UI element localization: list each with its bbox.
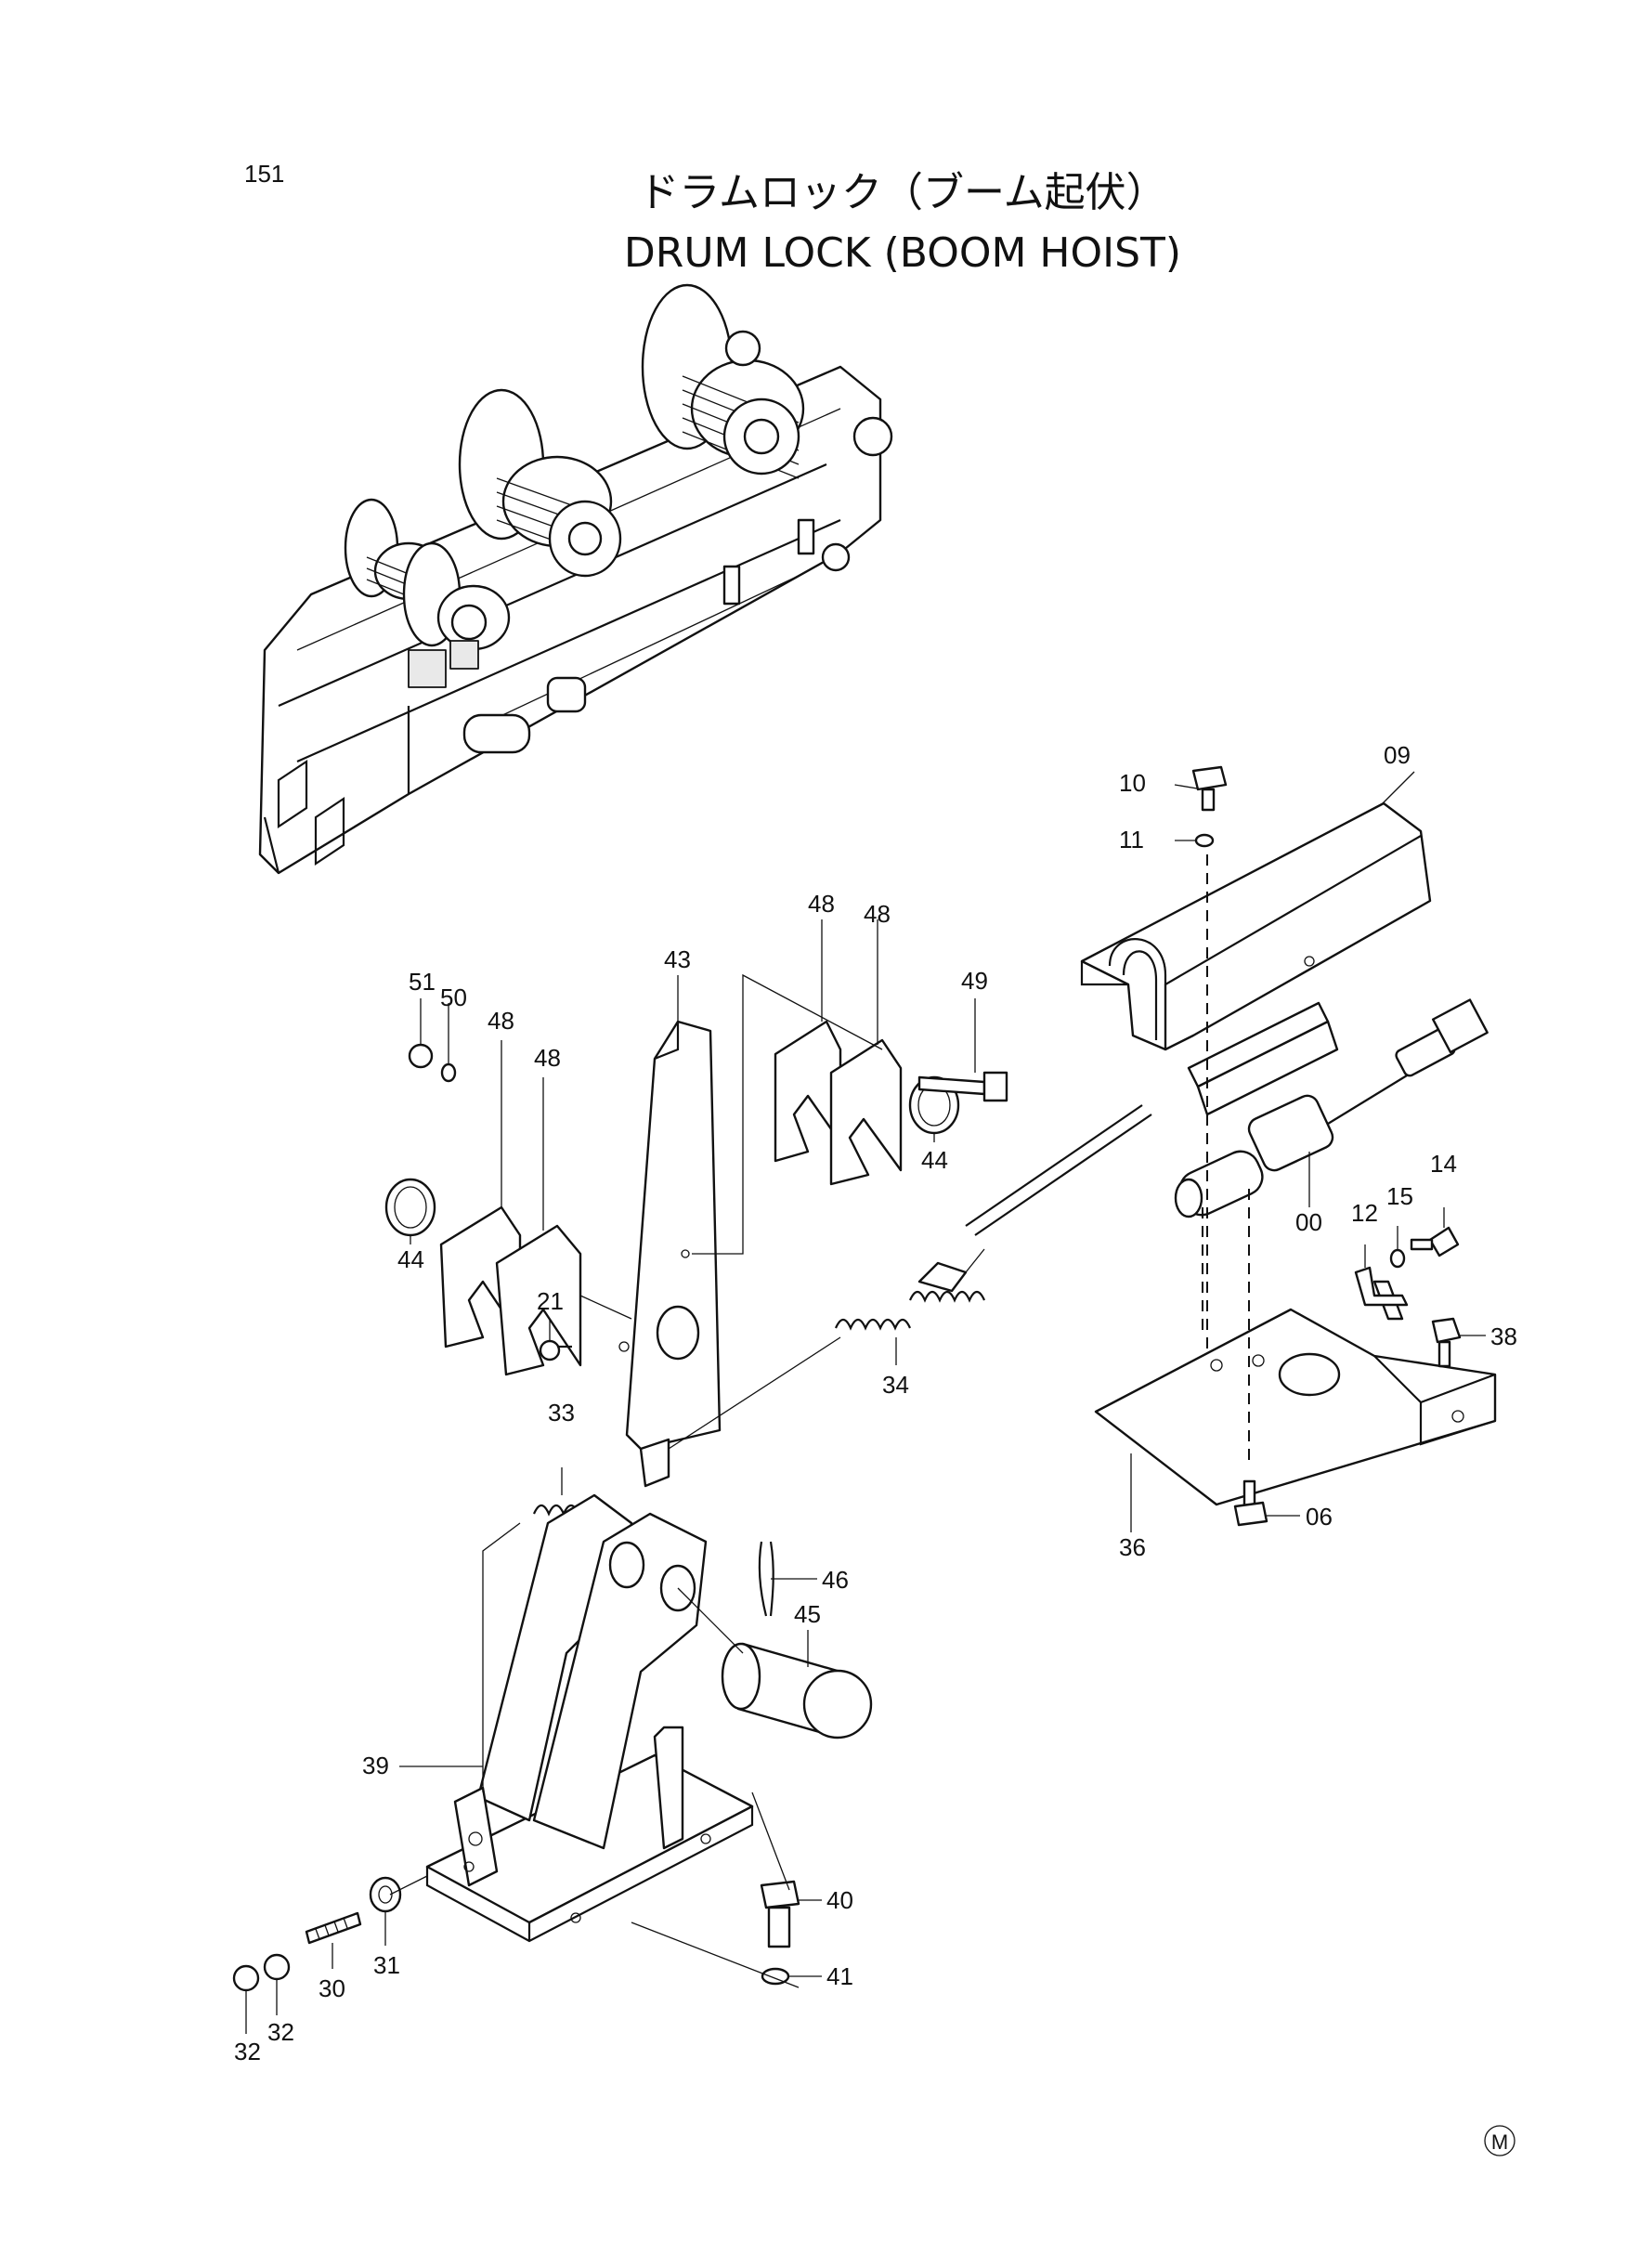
callout-48-b: 48 <box>864 900 891 928</box>
part-15-washer <box>1389 1248 1406 1269</box>
callout-50: 50 <box>440 984 467 1011</box>
callout-48-a: 48 <box>808 890 835 918</box>
part-31-collar <box>369 1876 402 1913</box>
callout-48-d: 48 <box>534 1044 561 1072</box>
part-34-spring <box>834 1261 986 1331</box>
part-12-clamp <box>1354 1266 1409 1307</box>
callout-12: 12 <box>1351 1199 1378 1227</box>
callout-30: 30 <box>319 1974 345 2002</box>
callout-15: 15 <box>1386 1182 1413 1210</box>
circled-m-mark: M <box>1484 2125 1515 2156</box>
part-09-cover <box>1080 801 1432 1051</box>
part-46-cotter-pin <box>758 1541 774 1617</box>
part-11-washer <box>1194 833 1215 848</box>
callout-labels: 09 10 11 49 48 48 43 51 50 48 48 44 44 0… <box>234 741 1517 2065</box>
part-30-stud <box>305 1911 362 1945</box>
part-44-collar-left <box>384 1178 436 1237</box>
winch-frame-overview <box>258 283 893 875</box>
callout-41: 41 <box>826 1962 853 1990</box>
title-english: DRUM LOCK (BOOM HOIST) <box>624 229 1181 277</box>
part-40-bolt <box>760 1880 800 1948</box>
callout-33: 33 <box>548 1399 575 1427</box>
part-38-bolt <box>1431 1317 1462 1368</box>
part-21-grease-fitting <box>539 1339 572 1362</box>
callout-06: 06 <box>1306 1503 1333 1531</box>
callout-32-a: 32 <box>234 2038 261 2065</box>
callout-21: 21 <box>537 1287 564 1315</box>
callout-36: 36 <box>1119 1533 1146 1561</box>
title-japanese: ドラムロック（ブーム起伏） <box>638 169 1166 216</box>
callout-14: 14 <box>1430 1150 1457 1178</box>
callout-09: 09 <box>1384 741 1411 769</box>
part-00-solenoid <box>965 998 1489 1236</box>
callout-49: 49 <box>961 967 988 995</box>
callout-34: 34 <box>882 1371 909 1399</box>
part-48-plates <box>439 1020 903 1376</box>
callout-10: 10 <box>1119 769 1146 797</box>
part-36-bracket <box>1094 1280 1497 1506</box>
part-50-washer <box>440 1062 457 1083</box>
part-32-nuts <box>232 1953 291 1992</box>
callout-44-left: 44 <box>397 1245 424 1273</box>
callout-44-right: 44 <box>921 1146 948 1174</box>
svg-text:M: M <box>1491 2130 1508 2154</box>
callout-46: 46 <box>822 1566 849 1594</box>
page-number: 151 <box>244 160 284 188</box>
callout-11: 11 <box>1119 826 1144 853</box>
callout-38: 38 <box>1490 1322 1517 1350</box>
callout-39: 39 <box>362 1752 389 1779</box>
leader-lines <box>245 771 1486 2034</box>
callout-51: 51 <box>409 968 436 996</box>
part-39-support <box>425 1493 754 1943</box>
callout-40: 40 <box>826 1886 853 1914</box>
callout-43: 43 <box>664 945 691 973</box>
callout-32-b: 32 <box>267 2018 294 2046</box>
part-10-bolt <box>1191 765 1228 812</box>
part-06-bolt <box>1233 1479 1268 1527</box>
part-45-pin <box>721 1642 873 1739</box>
callout-48-c: 48 <box>488 1007 514 1035</box>
callout-00: 00 <box>1295 1208 1322 1236</box>
part-51-nut <box>408 1043 434 1069</box>
part-49-bolt <box>917 1071 1008 1102</box>
callout-45: 45 <box>794 1600 821 1628</box>
part-14-bolt <box>1410 1226 1460 1257</box>
callout-31: 31 <box>373 1951 400 1979</box>
